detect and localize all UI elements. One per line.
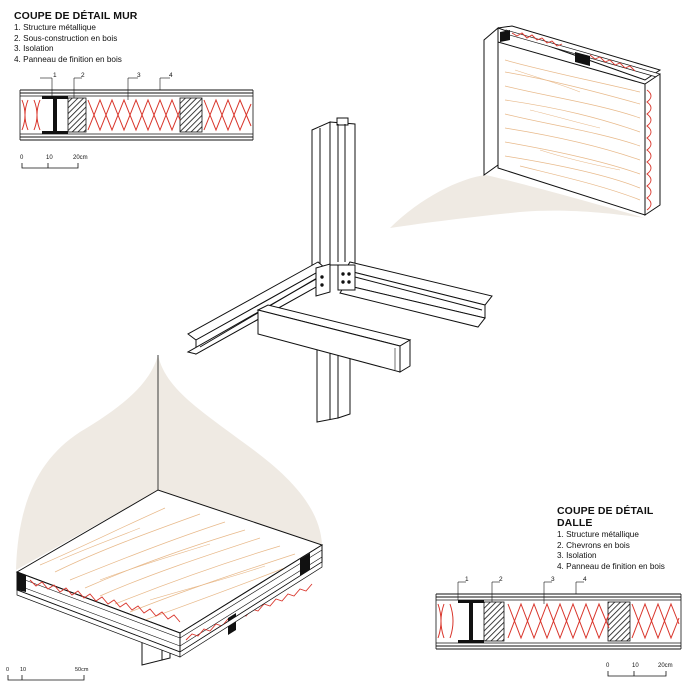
wall-section-detail: 1 2 3 4 0 10 20cm [19, 72, 254, 169]
wall-callout-1: 1 [53, 72, 57, 79]
slab-scale-50: 50cm [75, 667, 89, 673]
wall-3d-view [390, 25, 662, 228]
steel-frame-joint [186, 117, 493, 423]
slab-section-title: COUPE DE DÉTAIL DALLE [557, 505, 654, 529]
slab-callout-3: 3 [551, 576, 555, 583]
wall-callouts: 1 2 3 4 [40, 72, 173, 100]
slab-callout-1: 1 [465, 576, 469, 583]
wall-scale-20: 20cm [73, 155, 88, 161]
wall-callout-3: 3 [137, 72, 141, 79]
slab-3d-view [15, 355, 324, 666]
wall-legend-item-3: 3. Isolation [14, 44, 54, 53]
wall-scale-0: 0 [20, 155, 24, 161]
wall-section-title: COUPE DE DÉTAIL MUR [14, 10, 138, 22]
slab-legend-item-2: 2. Chevrons en bois [557, 540, 630, 550]
slab-section-scale-bar: 0 10 20cm [606, 663, 673, 677]
wall-timber-1 [67, 97, 87, 133]
slab-callouts: 1 2 3 4 [457, 576, 587, 604]
slab-callout-4: 4 [583, 576, 587, 583]
slab-legend-item-3: 3. Isolation [557, 551, 597, 560]
slab-section-scale-20: 20cm [658, 663, 673, 669]
slab-legend-item-4: 4. Panneau de finition en bois [557, 561, 665, 571]
slab-scale-10: 10 [20, 667, 26, 673]
slab-timber-2 [607, 601, 631, 642]
wall-section-legend: COUPE DE DÉTAIL MUR 1. Structure métalli… [14, 10, 137, 65]
wall-scale-bar: 0 10 20cm [20, 155, 88, 169]
slab-callout-2: 2 [499, 576, 503, 583]
wall-timber-2 [179, 97, 203, 133]
slab-section-scale-0: 0 [606, 663, 610, 669]
slab-section-legend: COUPE DE DÉTAIL DALLE 1. Structure métal… [557, 505, 691, 572]
slab-scale-bar: 0 10 50cm [6, 667, 89, 681]
wall-legend-item-1: 1. Structure métallique [14, 23, 96, 32]
slab-timber-1 [483, 601, 505, 642]
wall-callout-4: 4 [169, 72, 173, 79]
slab-section-detail: 1 2 3 4 0 10 20cm [435, 576, 682, 677]
wall-callout-2: 2 [81, 72, 85, 79]
slab-scale-0: 0 [6, 667, 9, 673]
slab-section-scale-10: 10 [632, 663, 639, 669]
wall-legend-item-4: 4. Panneau de finition en bois [14, 54, 122, 64]
slab-legend-item-1: 1. Structure métallique [557, 530, 639, 539]
wall-legend-item-2: 2. Sous-construction en bois [14, 33, 118, 43]
wall-scale-10: 10 [46, 155, 53, 161]
